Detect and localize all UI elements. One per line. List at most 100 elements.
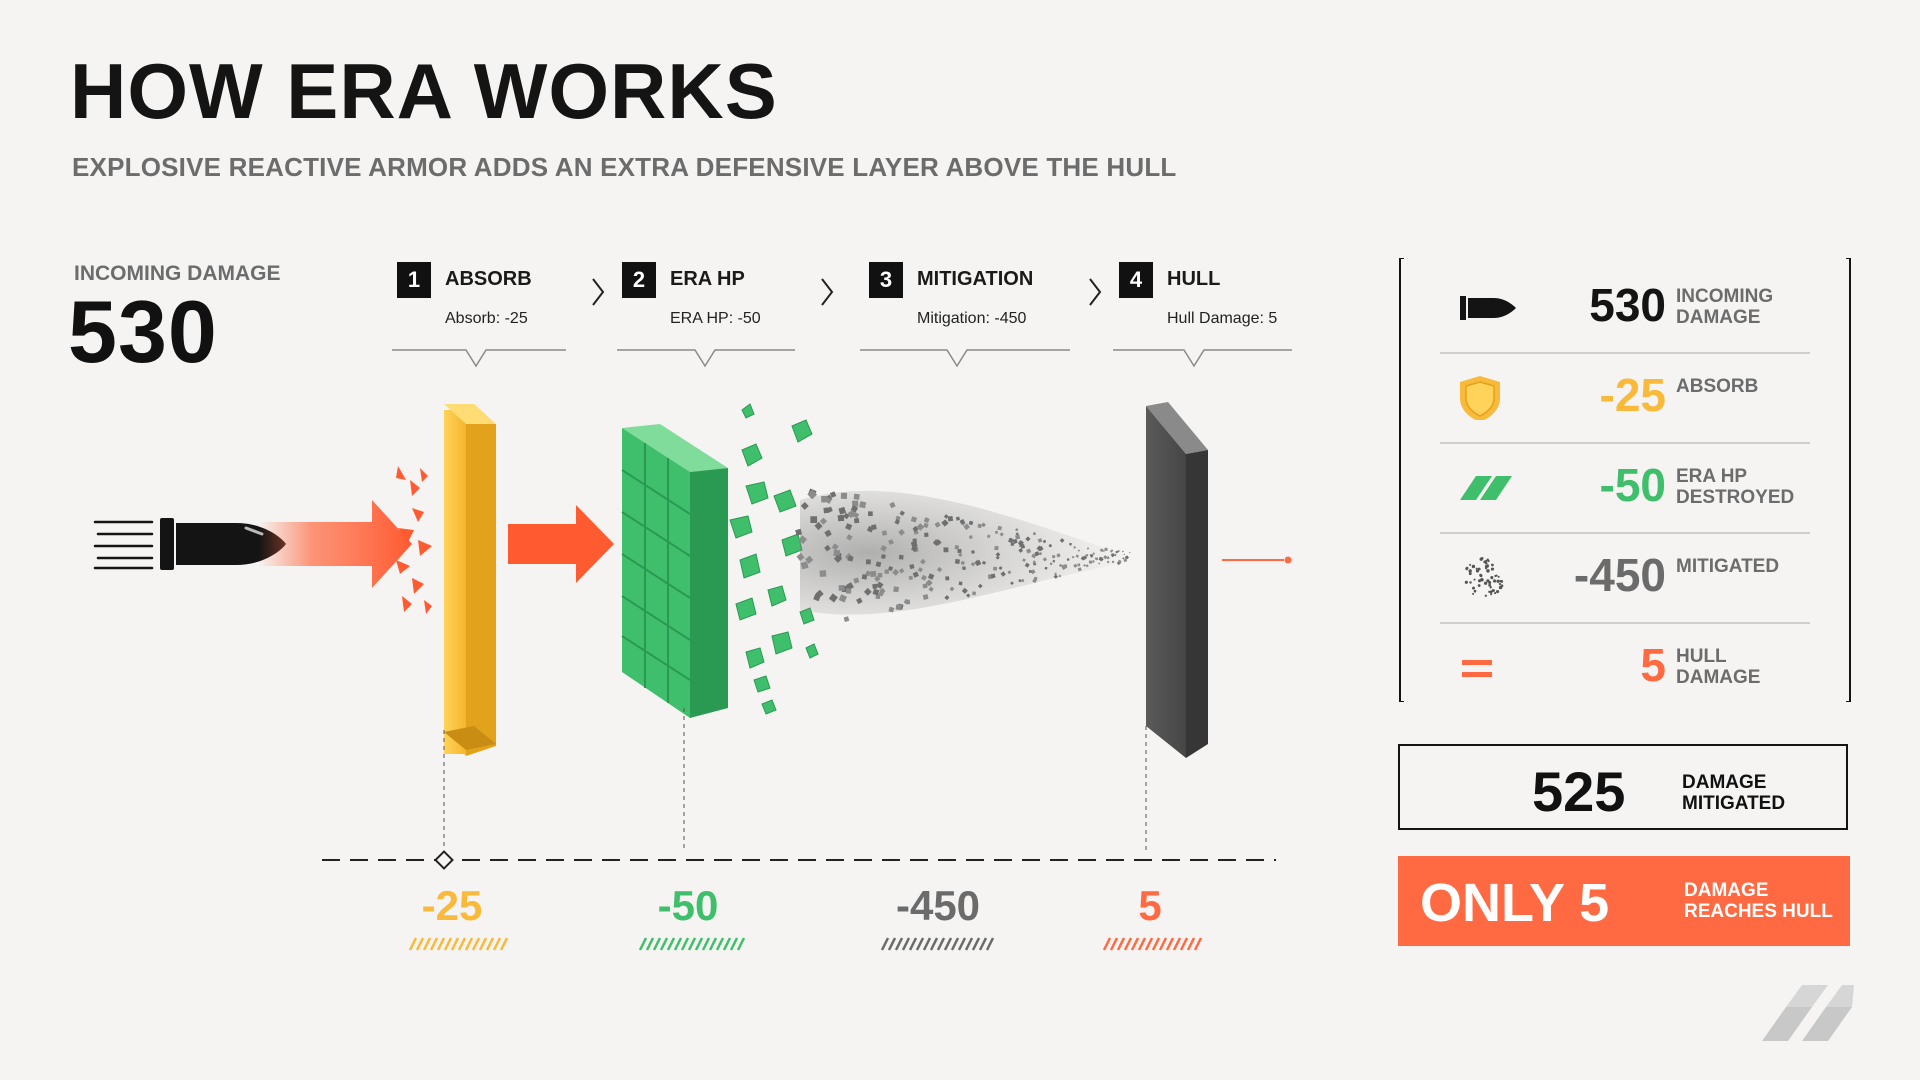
particle [975,559,982,567]
particle [923,522,929,529]
particle [927,573,935,580]
particle [954,558,960,565]
equals-icon [1462,660,1492,677]
particle [881,554,886,559]
summary-row-mitigated: -450 MITIGATED [1440,534,1810,624]
brand-logo-icon [1762,985,1854,1041]
particle [1026,548,1032,554]
step-name: ABSORB [445,268,532,290]
hatch-mark [915,937,925,951]
particle [969,535,973,539]
particle [1095,557,1099,561]
particle [995,555,1000,560]
particle [966,593,971,598]
particle [992,566,998,571]
particle [1053,574,1059,579]
hatch-mark [736,937,746,951]
particle [1489,586,1492,589]
particle [1491,563,1494,567]
hull-damage-callout: ONLY 5 DAMAGE REACHES HULL [1398,856,1850,946]
hatch-mark [887,937,897,951]
particle [898,568,905,574]
page-subtitle: EXPLOSIVE REACTIVE ARMOR ADDS AN EXTRA D… [72,152,1177,182]
particle [1018,579,1022,583]
summary-label: INCOMING DAMAGE [1676,286,1774,328]
particle [1010,542,1015,546]
hatch-mark [1165,937,1175,951]
bottom-value-hull: 5 [1138,882,1162,929]
particle [934,521,941,528]
particle [1024,562,1030,568]
particle [943,547,949,553]
damage-mitigated-box: 525 DAMAGE MITIGATED [1398,744,1848,830]
particle [1495,574,1498,577]
hatch-mark [485,937,495,951]
particle [999,532,1004,537]
particle [1111,560,1115,564]
particle [1498,585,1503,590]
particle [813,593,821,602]
particle [1032,532,1036,536]
damage-arrow [258,500,412,588]
hull-plate [1146,402,1208,758]
particle [895,604,902,611]
hatch-mark [943,937,953,951]
step-connectors [392,349,1292,368]
particle [840,492,848,500]
particle [1490,567,1494,571]
hatch-mark [471,937,481,951]
particle [1472,592,1475,595]
particle [977,583,983,589]
hatch-mark [908,937,918,951]
particle [898,554,904,560]
particle [1085,564,1089,568]
hatch-mark [985,937,995,951]
hatch-mark [936,937,946,951]
hatch-mark [1186,937,1196,951]
particle [1115,550,1118,554]
particle [972,591,977,596]
particle [875,561,882,568]
particle [1077,549,1080,552]
hatch-mark [964,937,974,951]
hatch-mark [422,937,432,951]
hatch-mark [1137,937,1147,951]
particle [1012,538,1018,545]
hatch-mark [436,937,446,951]
particle [1122,550,1124,553]
particle [1000,571,1006,577]
particle [928,586,934,592]
particle [947,515,954,522]
particle [805,555,814,564]
particle [872,588,880,596]
summary-label: ABSORB [1676,376,1759,397]
particle [881,530,887,536]
hatch-mark [464,937,474,951]
particle [870,570,877,578]
particle [1117,559,1122,564]
particle [986,534,991,539]
particle [1052,554,1056,559]
particle [1015,534,1021,540]
particle [1032,560,1036,564]
step-detail: Hull Damage: 5 [1167,310,1278,327]
particle [1477,579,1482,583]
hull-exit-line [1222,556,1292,564]
particle [1129,552,1131,554]
particle [1498,582,1502,586]
step-detail: ERA HP: -50 [670,310,761,327]
particle [920,574,927,581]
hull-damage-callout-label: DAMAGE REACHES HULL [1684,880,1833,922]
particle [1477,584,1481,587]
particle [1022,558,1026,562]
hatch-mark [1179,937,1189,951]
particle [824,529,832,538]
particle [796,552,805,562]
particle [955,516,961,521]
particle [1475,569,1480,573]
particle [1091,560,1095,563]
particle [1465,567,1469,571]
hatch-mark [1102,937,1112,951]
particle [1077,563,1081,567]
particle [936,566,943,573]
